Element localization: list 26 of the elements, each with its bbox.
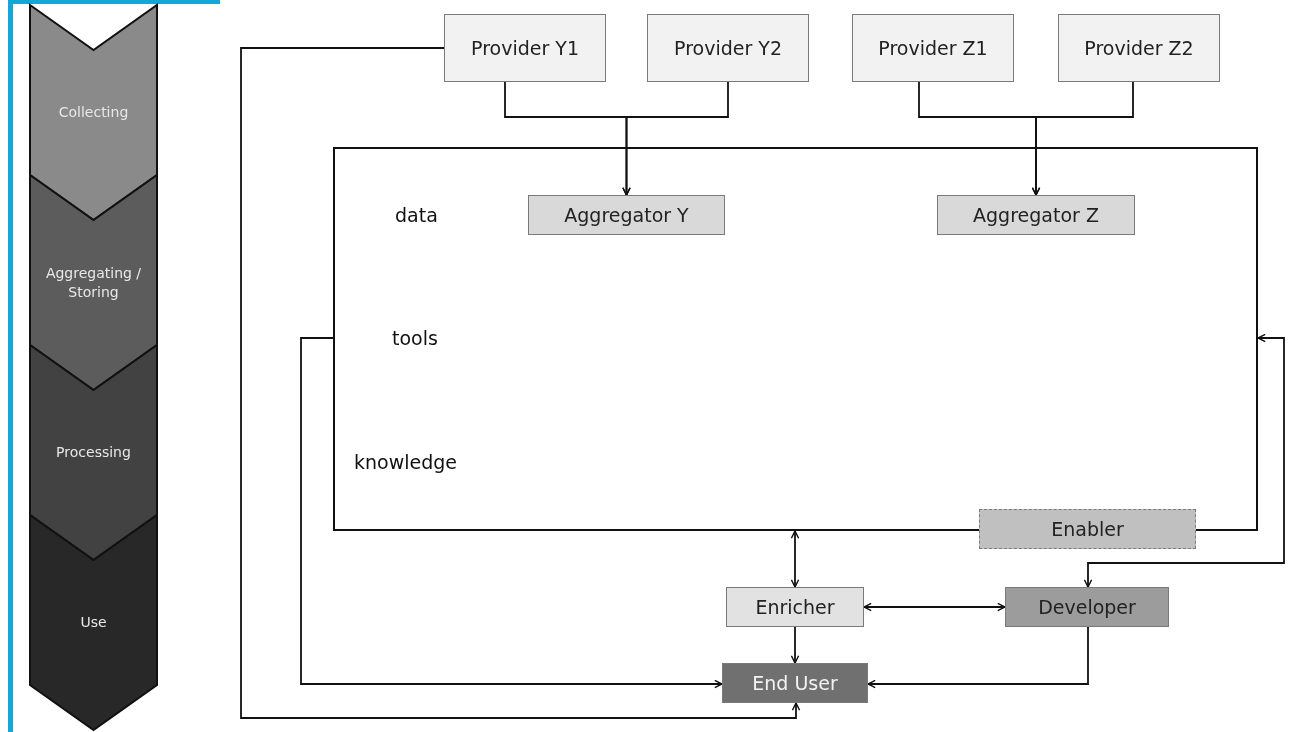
role-box: Provider Z2: [1058, 14, 1220, 82]
role-box: Aggregator Y: [528, 195, 725, 235]
role-box: Enricher: [726, 587, 864, 627]
role-box: Provider Y2: [647, 14, 809, 82]
connector-arrow: [1031, 81, 1134, 196]
stage-label: Aggregating / Storing: [44, 264, 143, 301]
layer-label: knowledge: [354, 451, 457, 473]
role-box: Developer: [1005, 587, 1169, 627]
layer-label: tools: [392, 327, 438, 349]
role-box: Provider Z1: [852, 14, 1014, 82]
layer-label: data: [395, 204, 438, 226]
connector-arrow: [240, 47, 801, 719]
connector-arrow: [1083, 333, 1285, 588]
connector-arrow: [622, 81, 729, 196]
role-box: Aggregator Z: [937, 195, 1135, 235]
stage-label: Processing: [56, 443, 131, 462]
connector-arrow: [790, 626, 800, 664]
stage-label: Collecting: [58, 103, 129, 122]
role-box: End User: [722, 663, 868, 703]
stage-label: Use: [80, 613, 107, 632]
connector-arrow: [300, 337, 723, 689]
dashed-box: Enabler: [979, 509, 1196, 549]
connector-arrow: [863, 602, 1006, 612]
connector-arrow: [790, 530, 800, 588]
connector-arrow: [867, 626, 1089, 689]
role-box: Provider Y1: [444, 14, 606, 82]
